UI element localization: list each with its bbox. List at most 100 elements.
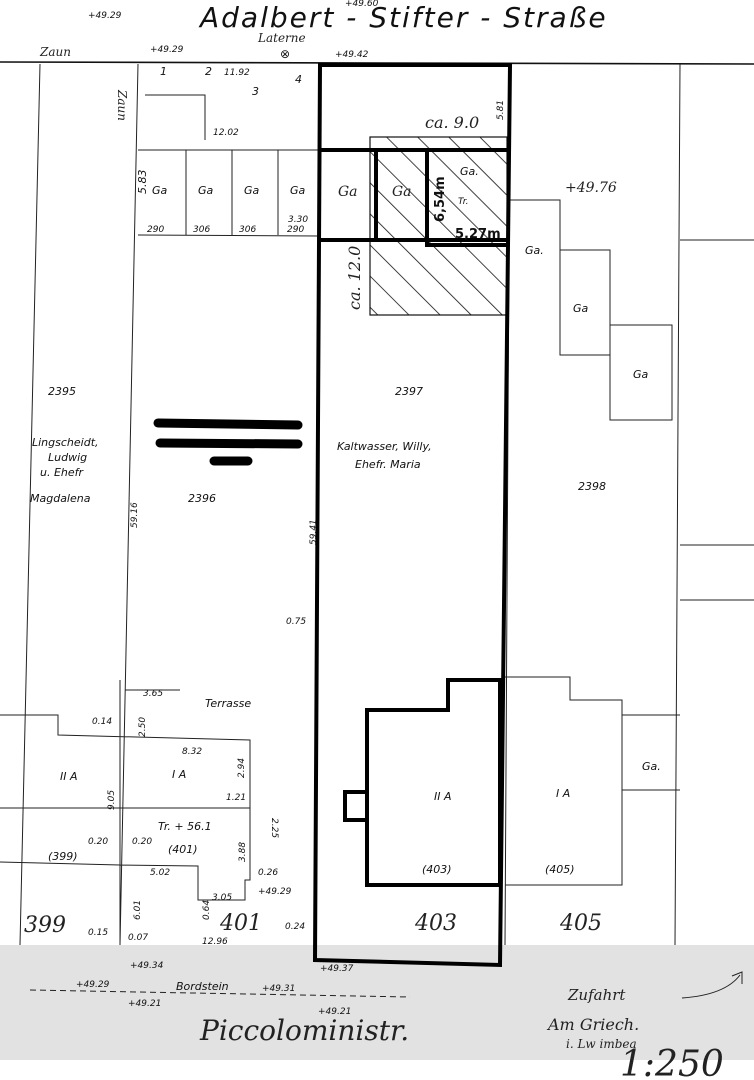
- dimension: ca. 9.0: [425, 113, 479, 132]
- elevation: +49.29: [76, 980, 110, 990]
- garage-label: Ga.: [642, 760, 661, 773]
- dimension: 5,27m: [455, 227, 501, 242]
- dimension: 2.94: [237, 758, 247, 778]
- parcel-lines: [19, 63, 681, 946]
- handwritten-note: i. Lw imbea: [566, 1037, 637, 1051]
- parcel-number: 2395: [48, 385, 76, 398]
- dimension: 5.02: [150, 868, 170, 878]
- building-405: [505, 676, 680, 886]
- floor-label: I A: [556, 787, 570, 800]
- terrace-label: Terrasse: [205, 697, 251, 710]
- garage-label: Ga: [198, 184, 214, 197]
- dimension: ca. 12.0: [345, 246, 364, 310]
- dimension: 12.96: [202, 937, 228, 947]
- dimension: 59.41: [309, 519, 319, 545]
- elevation: +49.37: [320, 964, 354, 974]
- curb-line: [29, 989, 411, 998]
- garage-label: Ga: [392, 184, 412, 200]
- street-name-bottom: Piccoloministr.: [199, 1014, 409, 1047]
- house-number: 401: [219, 911, 262, 936]
- dimension: 290: [147, 225, 164, 235]
- dimension: 0.64: [202, 900, 212, 920]
- elevation: +49.42: [335, 50, 369, 60]
- parcel-2397-boundary: [312, 63, 513, 968]
- dimension: 290: [287, 225, 304, 235]
- elevation: +49.29: [88, 11, 122, 21]
- parcel-number: 2397: [395, 385, 423, 398]
- dimension: 0.20: [88, 837, 108, 847]
- handwritten-note: Zufahrt: [567, 986, 626, 1004]
- dimension: 306: [239, 225, 256, 235]
- buildings-399-401: [0, 680, 251, 945]
- dimension: 2.25: [269, 818, 279, 838]
- garage-label: Ga: [152, 184, 168, 197]
- dimension: 6.01: [133, 900, 143, 920]
- elevation: +49.34: [130, 961, 164, 971]
- handwritten-note: Am Griech.: [546, 1015, 639, 1034]
- circled-number: 3: [252, 85, 259, 98]
- dimension: 0.15: [88, 928, 108, 938]
- building-number: (399): [48, 850, 78, 863]
- circled-number: 4: [295, 73, 302, 86]
- dimension: 0.20: [132, 837, 152, 847]
- dimension: 3.65: [143, 689, 163, 699]
- garage-label: Ga.: [525, 244, 544, 257]
- house-number: 405: [559, 911, 602, 936]
- dimension: 8.32: [182, 747, 202, 757]
- dimension: 0.75: [286, 617, 306, 627]
- parcel-number: 2396: [188, 492, 216, 505]
- circled-number: 1: [160, 65, 167, 78]
- dimension: 9.05: [107, 790, 117, 810]
- hatched-planned-garage: [369, 136, 508, 316]
- owner-name: Lingscheidt,: [32, 436, 99, 449]
- building-number: (405): [545, 863, 575, 876]
- lantern-icon: ⊗: [280, 47, 290, 61]
- owner-name: Kaltwasser, Willy,: [337, 440, 432, 453]
- floor-label: I A: [172, 768, 186, 781]
- owner-name: Ludwig: [48, 451, 87, 464]
- garage-label: Ga: [573, 302, 589, 315]
- fence-label: Zaun: [115, 89, 129, 121]
- garages-right: [510, 199, 754, 601]
- building-note: Tr. + 56.1: [158, 820, 212, 833]
- dimension: 5.83: [136, 170, 149, 195]
- elevation: +49.31: [262, 984, 295, 994]
- dimension: 12.02: [213, 128, 239, 138]
- circled-number: 2: [205, 65, 212, 78]
- garage-label: Ga: [633, 368, 649, 381]
- dimension: 0.24: [285, 922, 305, 932]
- building-number: (401): [168, 843, 198, 856]
- owner-name: u. Ehefr: [40, 466, 85, 479]
- elevation: +49.29: [258, 887, 292, 897]
- arrow-icon: [681, 971, 743, 999]
- dimension: 2.50: [138, 717, 148, 737]
- dimension: 3.30: [288, 215, 308, 225]
- house-number: 399: [24, 913, 66, 938]
- dimension: 3.05: [212, 893, 232, 903]
- building-403: [343, 678, 502, 887]
- garage-label: Ga: [290, 184, 306, 197]
- owner-name: Ehefr. Maria: [355, 458, 421, 471]
- dimension: 1.21: [226, 793, 246, 803]
- garage-label: Ga: [338, 184, 358, 200]
- scale-label: 1:250: [620, 1044, 724, 1080]
- dimension: 11.92: [224, 68, 250, 78]
- curb-label: Bordstein: [176, 980, 229, 993]
- dimension: 6,54m: [433, 176, 448, 222]
- lantern-label: Laterne: [257, 31, 306, 45]
- elevation: +49.60: [345, 0, 379, 9]
- parcel-number: 2398: [578, 480, 606, 493]
- garage-label: Ga: [244, 184, 260, 197]
- floor-label: II A: [60, 770, 78, 783]
- garage-label: Ga.: [460, 165, 479, 178]
- elevation: +49.21: [128, 999, 161, 1009]
- garage-outline-bold: [320, 148, 510, 247]
- dimension: 0.07: [128, 933, 148, 943]
- house-number: 403: [414, 911, 457, 936]
- dimension: 3.88: [238, 842, 248, 862]
- dimension: 0.14: [92, 717, 112, 727]
- dimension: 0.26: [258, 868, 278, 878]
- dimension: 59.16: [130, 502, 140, 528]
